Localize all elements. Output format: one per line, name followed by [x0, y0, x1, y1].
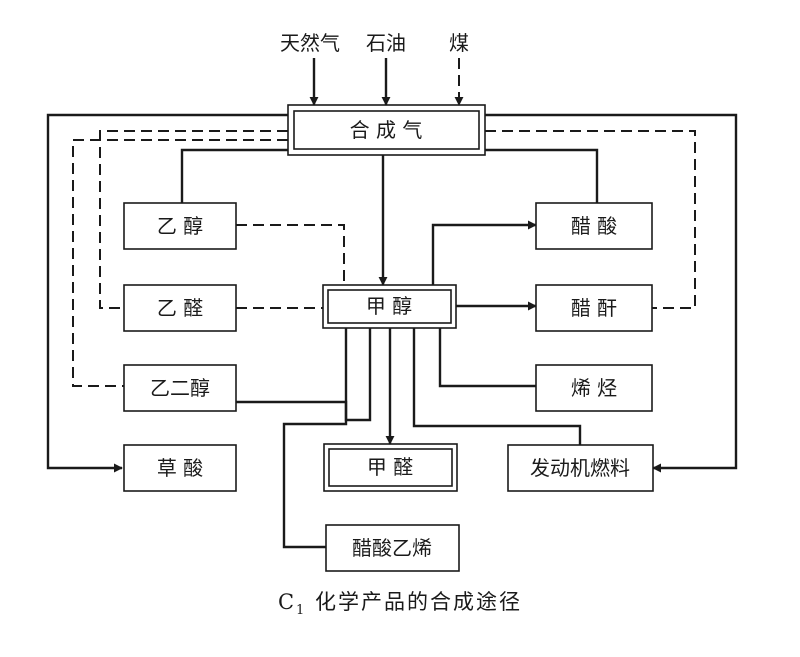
node-olefins: 烯 烃 — [535, 364, 653, 412]
node-acetaldehyde-label: 乙 醛 — [157, 296, 203, 320]
caption-prefix: C — [277, 590, 297, 614]
figure-caption: C1 化学产品的合成途径 — [0, 586, 800, 618]
node-ethylene-glycol: 乙二醇 — [123, 364, 237, 412]
node-acetic-anhydride: 醋 酐 — [535, 284, 653, 332]
line-methanol-to-engine-fuel — [412, 328, 582, 448]
node-acetic-acid: 醋 酸 — [535, 202, 653, 250]
line-methanol-to-vinyl-acetate — [282, 328, 348, 549]
node-acetic-anhydride-label: 醋 酐 — [571, 296, 617, 320]
node-formaldehyde: 甲 醛 — [323, 443, 458, 492]
node-acetaldehyde: 乙 醛 — [123, 284, 237, 332]
solid-connections — [46, 113, 738, 549]
node-acetic-acid-label: 醋 酸 — [571, 214, 617, 238]
node-vinyl-acetate-label: 醋酸乙烯 — [352, 536, 432, 560]
line-syngas-to-engine-fuel — [485, 113, 738, 473]
node-syngas-label: 合 成 气 — [350, 118, 423, 142]
line-methanol-to-acetic-acid — [431, 220, 537, 285]
node-syngas: 合 成 气 — [287, 104, 486, 156]
node-methanol: 甲 醇 — [322, 284, 457, 329]
dash-syngas-to-acetaldehyde — [99, 130, 288, 309]
dash-syngas-to-acetic-anhydride — [485, 130, 696, 309]
line-methanol-to-ethylene-glycol — [236, 328, 372, 422]
dashed-connections — [72, 130, 696, 387]
line-methanol-to-olefins — [438, 328, 536, 388]
source-coal: 煤 — [449, 31, 469, 55]
node-ethanol-label: 乙 醇 — [157, 214, 203, 238]
node-formaldehyde-label: 甲 醛 — [367, 455, 413, 479]
node-oxalic-acid: 草 酸 — [123, 444, 237, 492]
dash-ethanol-to-methanol — [236, 224, 345, 285]
node-methanol-label: 甲 醇 — [366, 294, 412, 318]
node-engine-fuel-label: 发动机燃料 — [530, 456, 630, 480]
node-ethanol: 乙 醇 — [123, 202, 237, 250]
node-engine-fuel: 发动机燃料 — [507, 444, 654, 492]
line-syngas-to-oxalic-acid — [46, 113, 288, 473]
line-syngas-to-acetic-acid — [485, 148, 599, 203]
node-oxalic-acid-label: 草 酸 — [157, 456, 203, 480]
caption-text: 化学产品的合成途径 — [306, 590, 523, 614]
node-olefins-label: 烯 烃 — [571, 376, 617, 400]
node-ethylene-glycol-label: 乙二醇 — [150, 376, 210, 400]
caption-subscript: 1 — [296, 603, 307, 619]
source-natural-gas: 天然气 — [280, 31, 340, 55]
source-petroleum: 石油 — [366, 31, 406, 55]
dash-syngas-to-ethylene-glycol — [72, 139, 288, 387]
line-syngas-to-ethanol — [180, 148, 288, 203]
node-vinyl-acetate: 醋酸乙烯 — [325, 524, 460, 572]
